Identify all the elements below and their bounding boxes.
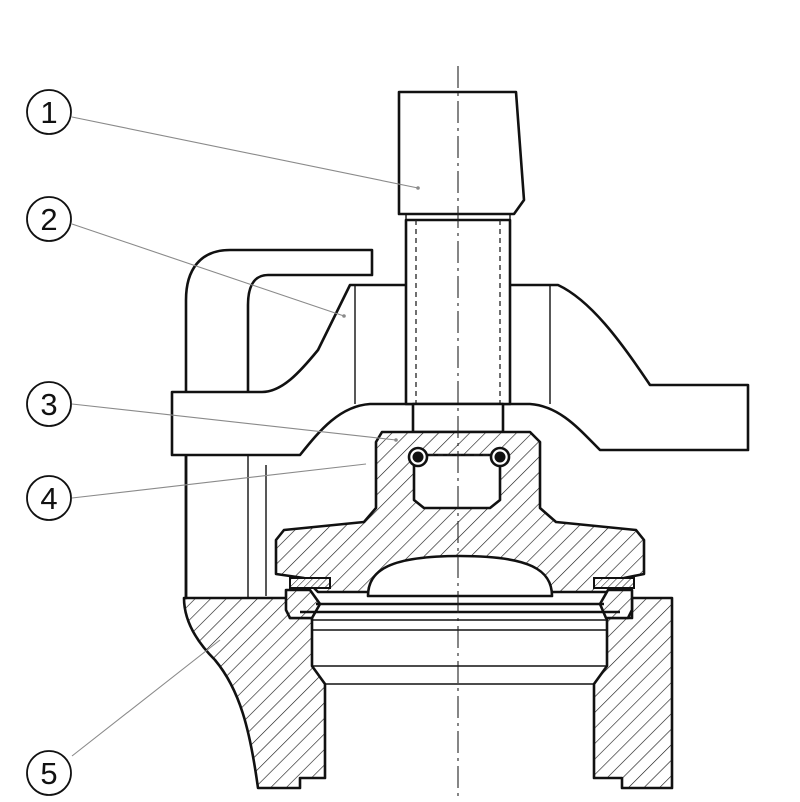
pressure-piece: [274, 430, 646, 598]
clamp-bracket-body: [184, 248, 374, 600]
gasket: [284, 577, 635, 620]
dome-recess: [366, 554, 554, 598]
gasket-left: [289, 577, 331, 589]
base-housing-right-wall: [592, 596, 674, 790]
seat-ring-left: [284, 588, 322, 620]
callout-5-label: 5: [40, 756, 57, 791]
seat-ring-right: [598, 588, 634, 620]
base-housing-left-wall: [182, 596, 327, 790]
gasket-right: [593, 577, 635, 589]
callout-2: 2: [26, 196, 72, 242]
callout-3: 3: [26, 381, 72, 427]
base-housing: [182, 596, 674, 790]
leader-lines: [71, 116, 420, 757]
callout-4-label: 4: [40, 481, 57, 516]
callout-1: 1: [26, 89, 72, 135]
callout-4: 4: [26, 475, 72, 521]
callout-2-label: 2: [40, 202, 57, 237]
callout-5: 5: [26, 750, 72, 796]
spindle: [397, 90, 526, 434]
callout-3-label: 3: [40, 387, 57, 422]
callout-1-label: 1: [40, 95, 57, 130]
spindle-knob: [397, 90, 526, 216]
